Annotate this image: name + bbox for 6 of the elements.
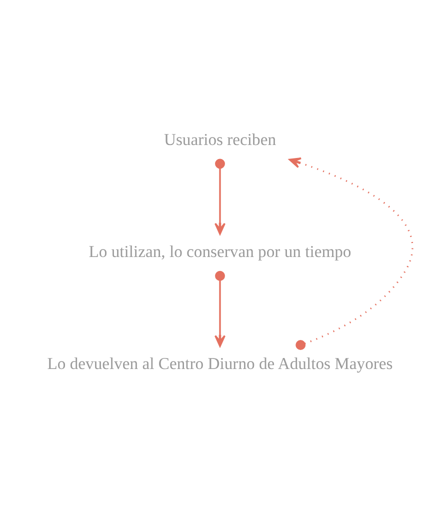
node-text: Lo utilizan, lo conservan por un tiempo bbox=[88, 241, 352, 260]
node-text: Lo devuelven al Centro Diurno de Adultos Mayores bbox=[47, 354, 393, 373]
node-text: Usuarios reciben bbox=[164, 129, 276, 148]
arrow bbox=[288, 156, 414, 350]
arrow bbox=[214, 270, 226, 346]
arrow bbox=[214, 158, 226, 234]
